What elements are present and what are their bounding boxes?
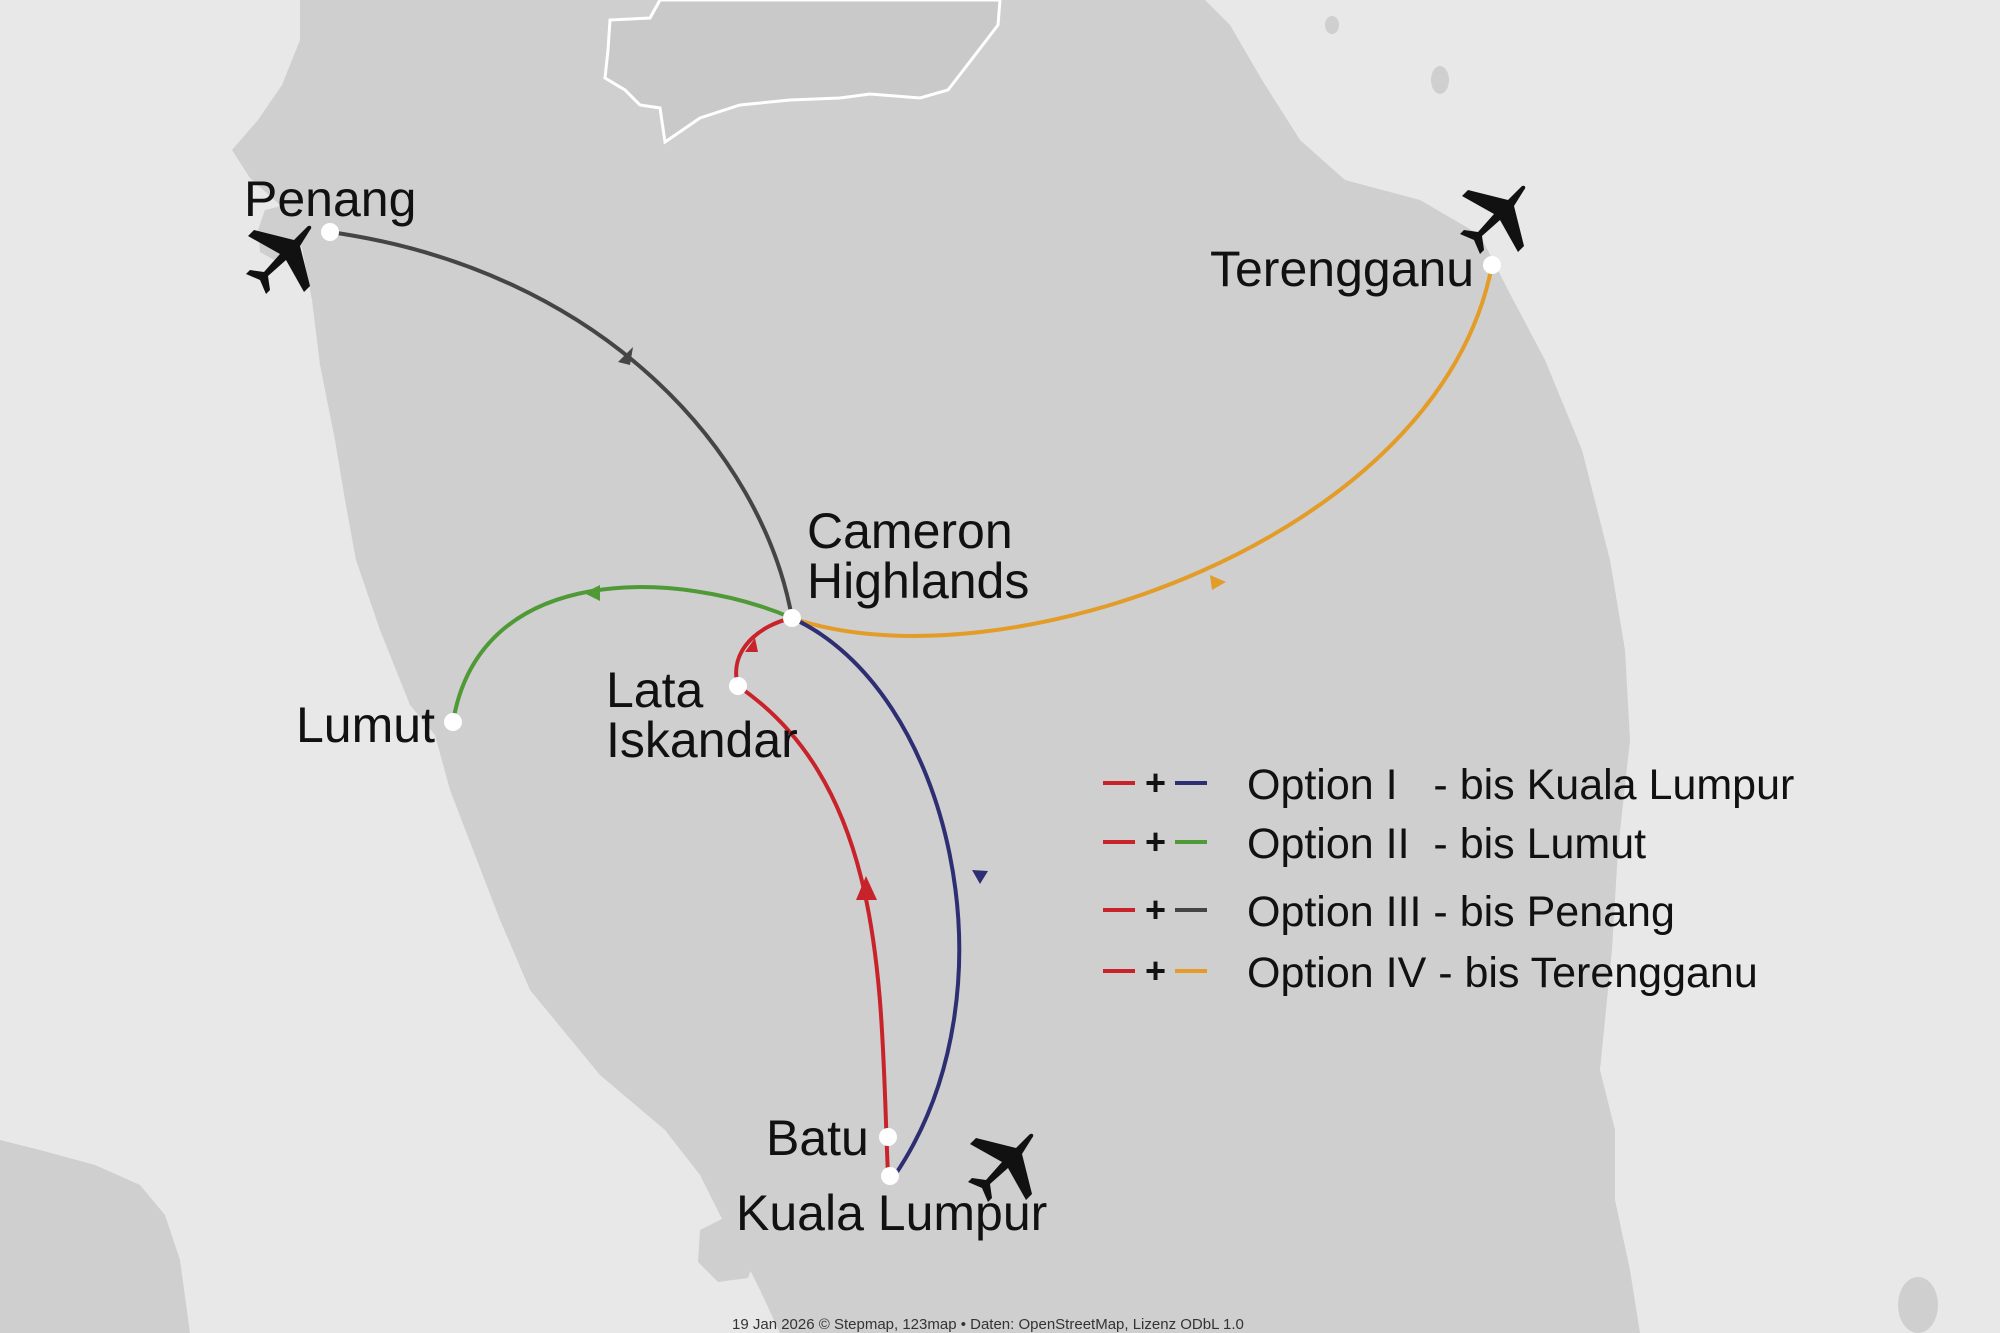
city-dot-cameron-highlands[interactable] xyxy=(783,609,801,627)
label-lata-line1: Lata xyxy=(606,662,704,718)
legend-plus: + xyxy=(1145,889,1166,930)
legend: + Option I - bis Kuala Lumpur + Option I… xyxy=(1103,761,1794,997)
legend-item: + Option IV - bis Terengganu xyxy=(1103,949,1758,997)
city-dot-terengganu[interactable] xyxy=(1483,256,1501,274)
label-cameron-line1: Cameron xyxy=(807,503,1013,559)
direction-arrow xyxy=(972,870,988,884)
legend-item: + Option I - bis Kuala Lumpur xyxy=(1103,761,1794,809)
label-kuala-lumpur: Kuala Lumpur xyxy=(736,1185,1047,1241)
direction-arrow xyxy=(584,585,600,601)
direction-arrow xyxy=(745,638,758,652)
label-terengganu: Terengganu xyxy=(1210,241,1474,297)
direction-arrow xyxy=(1210,575,1226,590)
city-dot-lata-iskandar[interactable] xyxy=(729,677,747,695)
small-island xyxy=(1431,66,1449,94)
legend-label: Option I - bis Kuala Lumpur xyxy=(1247,761,1794,809)
small-island xyxy=(1898,1277,1938,1333)
legend-label: Option IV - bis Terengganu xyxy=(1247,949,1758,997)
route-option-i-kuala-lumpur xyxy=(791,616,962,1177)
route-option-iv-terengganu xyxy=(791,264,1494,638)
legend-item: + Option II - bis Lumut xyxy=(1103,820,1646,868)
legend-plus: + xyxy=(1145,950,1166,991)
label-lata-line2: Iskandar xyxy=(606,712,798,768)
direction-arrow xyxy=(856,876,877,900)
peninsula-land xyxy=(232,0,1640,1333)
legend-label: Option III - bis Penang xyxy=(1247,888,1675,936)
city-dot-batu[interactable] xyxy=(879,1128,897,1146)
legend-plus: + xyxy=(1145,762,1166,803)
route-option-iii-penang xyxy=(329,230,794,619)
map-credit: 19 Jan 2026 © Stepmap, 123map • Daten: O… xyxy=(732,1316,1244,1333)
route-lata-iskandar-cameron xyxy=(734,616,793,687)
legend-plus: + xyxy=(1145,821,1166,862)
city-dot-lumut[interactable] xyxy=(444,713,462,731)
label-penang: Penang xyxy=(244,171,416,227)
sumatra-land xyxy=(0,1140,190,1333)
city-dot-penang[interactable] xyxy=(321,223,339,241)
direction-arrow xyxy=(618,347,633,365)
border-region xyxy=(603,0,1002,145)
route-batu-lata-iskandar xyxy=(736,684,890,1176)
city-dot-kuala-lumpur[interactable] xyxy=(881,1167,899,1185)
label-cameron-line2: Highlands xyxy=(807,553,1029,609)
legend-label: Option II - bis Lumut xyxy=(1247,820,1646,868)
small-island xyxy=(1325,16,1339,34)
coastal-island xyxy=(698,1215,760,1282)
legend-item: + Option III - bis Penang xyxy=(1103,888,1675,936)
label-batu: Batu xyxy=(766,1110,869,1166)
label-lumut: Lumut xyxy=(296,697,435,753)
